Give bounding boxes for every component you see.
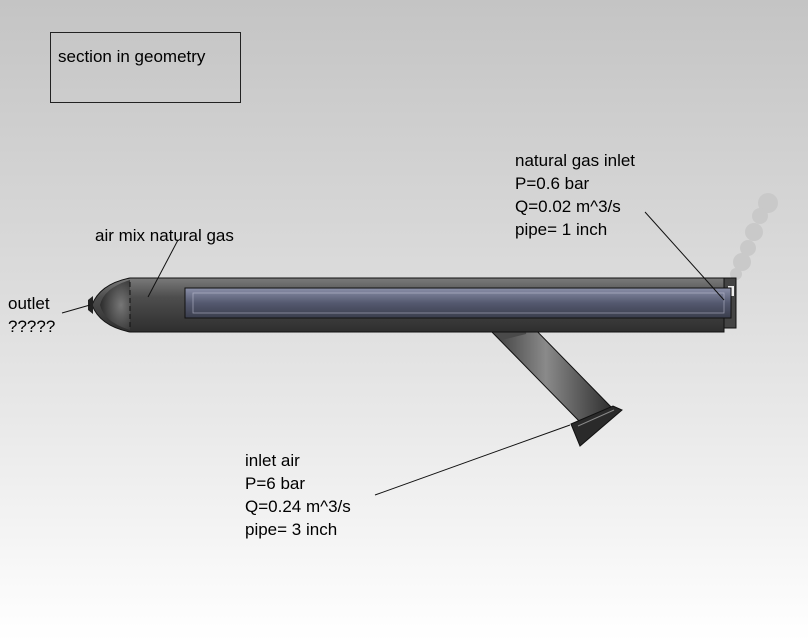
mix-label: air mix natural gas bbox=[95, 226, 234, 245]
outlet-label: outlet ????? bbox=[8, 294, 56, 336]
leader-lines bbox=[61, 211, 725, 496]
gas-plume bbox=[730, 193, 778, 280]
gas-inlet-label: natural gas inlet P=0.6 bar Q=0.02 m^3/s… bbox=[515, 151, 636, 239]
title-text: section in geometry bbox=[58, 47, 206, 66]
air-inlet-label: inlet air P=6 bar Q=0.24 m^3/s pipe= 3 i… bbox=[245, 451, 351, 539]
main-pipe bbox=[88, 277, 737, 333]
air-inlet-branch bbox=[489, 321, 623, 447]
title-box: section in geometry bbox=[50, 32, 241, 103]
